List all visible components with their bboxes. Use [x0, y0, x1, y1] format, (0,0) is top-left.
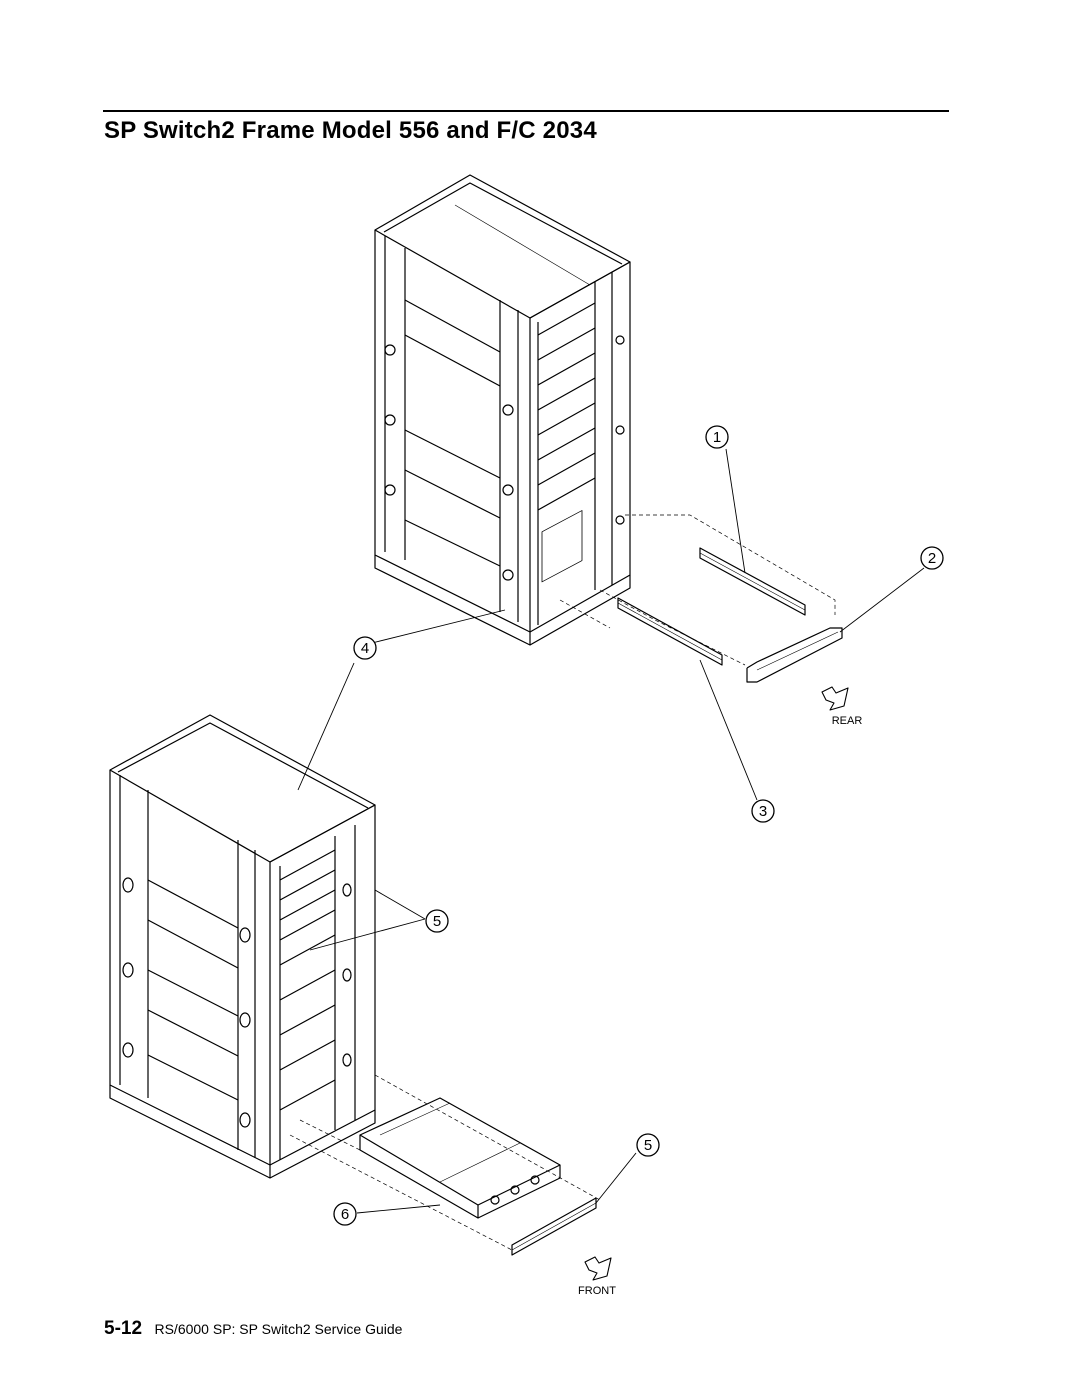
callout-leaders	[297, 448, 925, 1214]
callout-4-label: 4	[361, 640, 369, 657]
front-arrow-icon	[584, 1256, 612, 1281]
callout-6-label: 6	[341, 1206, 349, 1223]
title-rule	[103, 110, 949, 112]
page-title: SP Switch2 Frame Model 556 and F/C 2034	[104, 117, 597, 144]
callout-3	[751, 799, 775, 823]
callout-2-label: 2	[928, 550, 936, 567]
upper-frame	[374, 174, 631, 646]
callout-5-lower	[636, 1133, 660, 1157]
callout-4	[353, 636, 377, 660]
rear-parts	[559, 514, 843, 683]
callout-1	[705, 425, 729, 449]
front-parts	[289, 1074, 601, 1256]
callout-1-label: 1	[713, 429, 721, 446]
callout-5-lower-label: 5	[644, 1137, 652, 1154]
callout-2	[920, 546, 944, 570]
callout-6	[333, 1202, 357, 1226]
page-number: 5-12	[104, 1318, 143, 1339]
callout-5-upper-label: 5	[433, 913, 441, 930]
callout-3-label: 3	[759, 803, 767, 820]
book-title: RS/6000 SP: SP Switch2 Service Guide	[154, 1321, 403, 1337]
front-label: FRONT	[578, 1285, 616, 1297]
callout-5-upper	[425, 909, 449, 933]
rear-arrow-icon	[821, 686, 849, 711]
page-footer: 5-12 RS/6000 SP: SP Switch2 Service Guid…	[104, 1318, 402, 1340]
rear-label: REAR	[832, 715, 863, 727]
lower-frame	[109, 714, 376, 1179]
